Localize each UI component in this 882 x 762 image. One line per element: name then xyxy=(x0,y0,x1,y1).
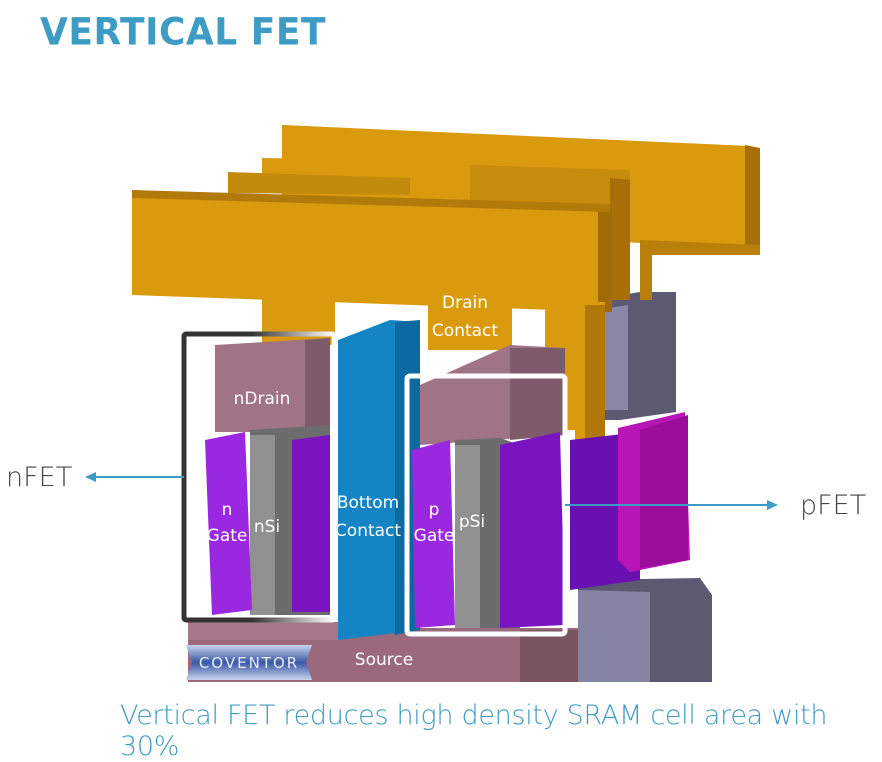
coventor-logo: COVENTOR xyxy=(186,645,312,680)
psi-label: pSi xyxy=(459,512,485,532)
drain-contact-label-1: Drain xyxy=(442,293,488,313)
source-label: Source xyxy=(355,650,413,670)
drain-contact-label-2: Contact xyxy=(432,321,498,341)
ngate-label-1: n xyxy=(222,500,233,520)
pfet-callout-label: pFET xyxy=(800,490,867,521)
logo-text: COVENTOR xyxy=(199,654,299,672)
ndrain-label: nDrain xyxy=(234,389,291,409)
pgate-label-1: p xyxy=(429,500,440,520)
nfet-callout-label: nFET xyxy=(6,462,73,493)
nfet-arrow xyxy=(85,472,184,482)
caption: Vertical FET reduces high density SRAM c… xyxy=(120,700,828,762)
nsi-label: nSi xyxy=(254,517,280,537)
pgate-label-2: Gate xyxy=(414,526,455,546)
pfet-arrow xyxy=(565,500,778,510)
pfet-structure xyxy=(412,345,565,628)
ngate-label-2: Gate xyxy=(207,526,248,546)
bottom-contact-label-2: Contact xyxy=(335,521,401,541)
bottom-contact-label-1: Bottom xyxy=(337,493,399,513)
page-title: VERTICAL FET xyxy=(40,10,327,55)
nfet-structure xyxy=(205,338,330,615)
gate-connector xyxy=(570,412,690,590)
drain-contact-metal xyxy=(132,125,760,452)
